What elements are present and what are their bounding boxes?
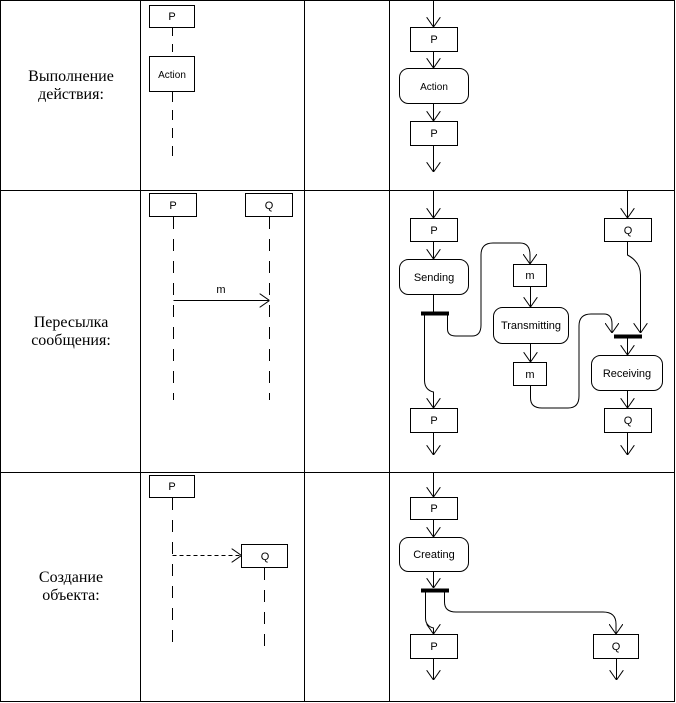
flow-arrow: [424, 315, 434, 408]
row-label-action-execution: Выполнение действия:: [2, 68, 140, 104]
act-object-m-top: [513, 264, 547, 287]
act-object-creation: [399, 473, 639, 680]
act-action-node: [399, 68, 469, 104]
act-object-p-top-label: P: [430, 503, 437, 515]
seq-object-q-label: Q: [261, 551, 270, 563]
flow-arrow: [444, 592, 617, 634]
act-object-p-bottom: [410, 408, 458, 433]
act-object-p-bottom-label: P: [430, 415, 437, 427]
act-object-p-top: [410, 218, 458, 242]
act-object-q-bottom: [604, 408, 652, 433]
seq-action-execution: P Action: [149, 5, 195, 158]
act-transmitting-node: [493, 307, 569, 344]
act-object-q-bottom-label: Q: [612, 641, 621, 653]
row-label-object-creation: Создание объекта:: [2, 569, 140, 605]
act-object-p-bottom-label: P: [430, 128, 437, 140]
act-object-q-top-label: Q: [624, 225, 633, 237]
row-label-line: объекта:: [42, 587, 100, 604]
seq-object-p: [149, 5, 195, 28]
act-object-q-bottom: [593, 634, 639, 659]
seq-object-creation: P Q: [149, 475, 288, 650]
act-object-m-bottom: [513, 362, 547, 386]
act-action-label: Action: [420, 82, 448, 93]
act-object-q-bottom-label: Q: [624, 415, 633, 427]
act-object-q-top: [604, 218, 652, 242]
seq-object-q-label: Q: [265, 200, 274, 212]
act-object-m-bottom-label: m: [525, 369, 534, 381]
act-object-p-top-label: P: [430, 34, 437, 46]
row-label-line: Выполнение: [28, 68, 114, 85]
row-label-line: Создание: [38, 569, 104, 586]
act-object-p-bottom-label: P: [430, 641, 437, 653]
row-label-line: Пересылка: [33, 314, 109, 331]
act-creating-node: [399, 537, 469, 572]
seq-action-label: Action: [158, 70, 186, 81]
act-object-p-top: [410, 497, 458, 520]
act-object-p-top-label: P: [430, 225, 437, 237]
seq-object-p: [149, 193, 197, 217]
row-label-line: сообщения:: [31, 332, 111, 349]
act-object-p-top: [410, 27, 458, 52]
act-transmitting-label: Transmitting: [501, 320, 561, 332]
act-object-m-top-label: m: [525, 270, 534, 282]
flow-arrow: [425, 592, 434, 634]
act-sending-node: [399, 259, 469, 295]
flow-arrow: [530, 313, 613, 409]
act-action-execution: [399, 0, 469, 172]
seq-object-p-label: P: [169, 200, 176, 212]
seq-object-p-label: P: [168, 11, 175, 23]
flow-arrow: [627, 242, 641, 333]
act-object-p-bottom: [410, 121, 458, 146]
act-receiving-label: Receiving: [603, 368, 651, 380]
flow-arrow: [447, 242, 531, 337]
seq-message-sending: P Q m: [149, 193, 293, 400]
act-object-p-bottom: [410, 634, 458, 659]
seq-object-p: [149, 475, 195, 498]
row-label-line: действия:: [38, 86, 104, 103]
act-receiving-node: [591, 355, 663, 391]
act-creating-label: Creating: [413, 549, 455, 561]
seq-object-q: [241, 544, 288, 568]
seq-action-box: [149, 56, 195, 92]
act-sending-label: Sending: [414, 272, 454, 284]
seq-object-q: [245, 193, 293, 217]
seq-object-p-label: P: [168, 481, 175, 493]
act-message-sending: [399, 191, 663, 455]
row-label-message-sending: Пересылка сообщения:: [2, 314, 140, 350]
message-label: m: [216, 284, 225, 296]
